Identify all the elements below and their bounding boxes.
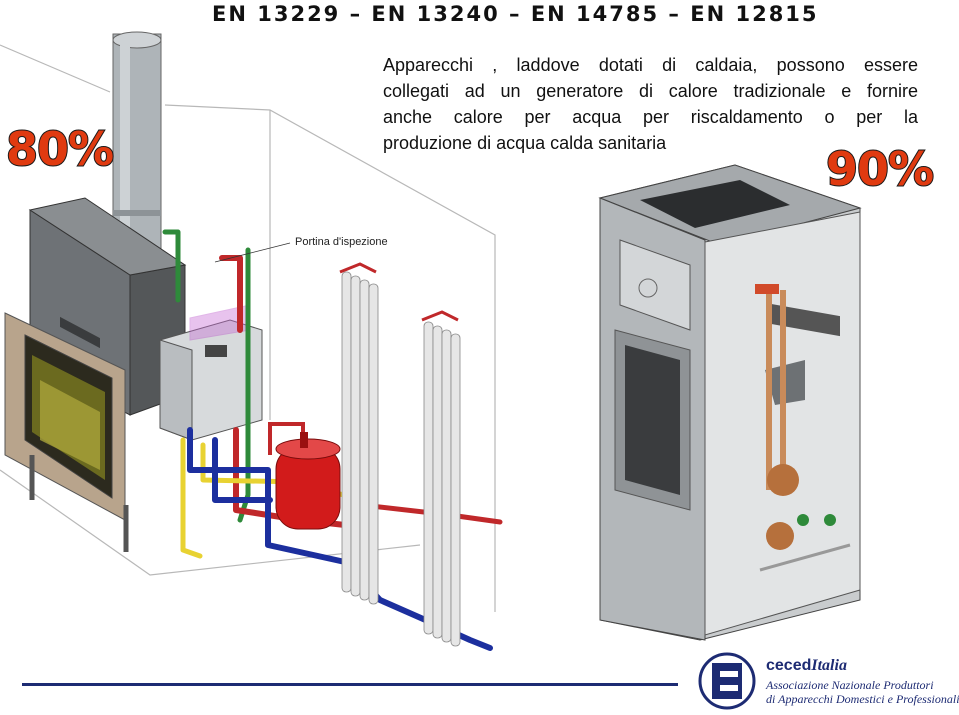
callout-leader [214,242,291,263]
boiler-control-box [159,304,263,441]
radiator-right [421,310,461,647]
description-line: produzione di acqua calda sanitaria [383,133,667,153]
description-line: Apparecchi , laddove dotati di caldaia, … [383,55,918,75]
room-outline [0,44,496,612]
brand-italic: Italia [811,657,847,674]
association-line: di Apparecchi Domestici e Professionali [766,692,959,706]
brand-main: ceced [766,657,812,674]
ceced-brand: cecedItalia [766,657,847,675]
efficiency-badge-left: 80% [5,121,115,177]
fireplace-insert [4,197,187,552]
radiator-left [339,262,379,605]
description-line: collegati ad un generatore di calore tra… [383,81,918,101]
association-name: Associazione Nazionale Produttori di App… [766,678,959,706]
description-text: Apparecchi , laddove dotati di caldaia, … [383,52,918,156]
pellet-stove [598,164,862,641]
ceced-logo-icon [698,652,756,710]
standards-title: EN 13229 – EN 13240 – EN 14785 – EN 1281… [212,2,819,26]
inspection-door-callout: Portina d'ispezione [295,236,388,248]
description-line: anche calore per acqua per riscaldamento… [383,107,918,127]
footer-rule [22,683,678,686]
expansion-tank [268,422,341,530]
efficiency-badge-right: 90% [825,141,935,197]
association-line: Associazione Nazionale Produttori [766,678,934,692]
